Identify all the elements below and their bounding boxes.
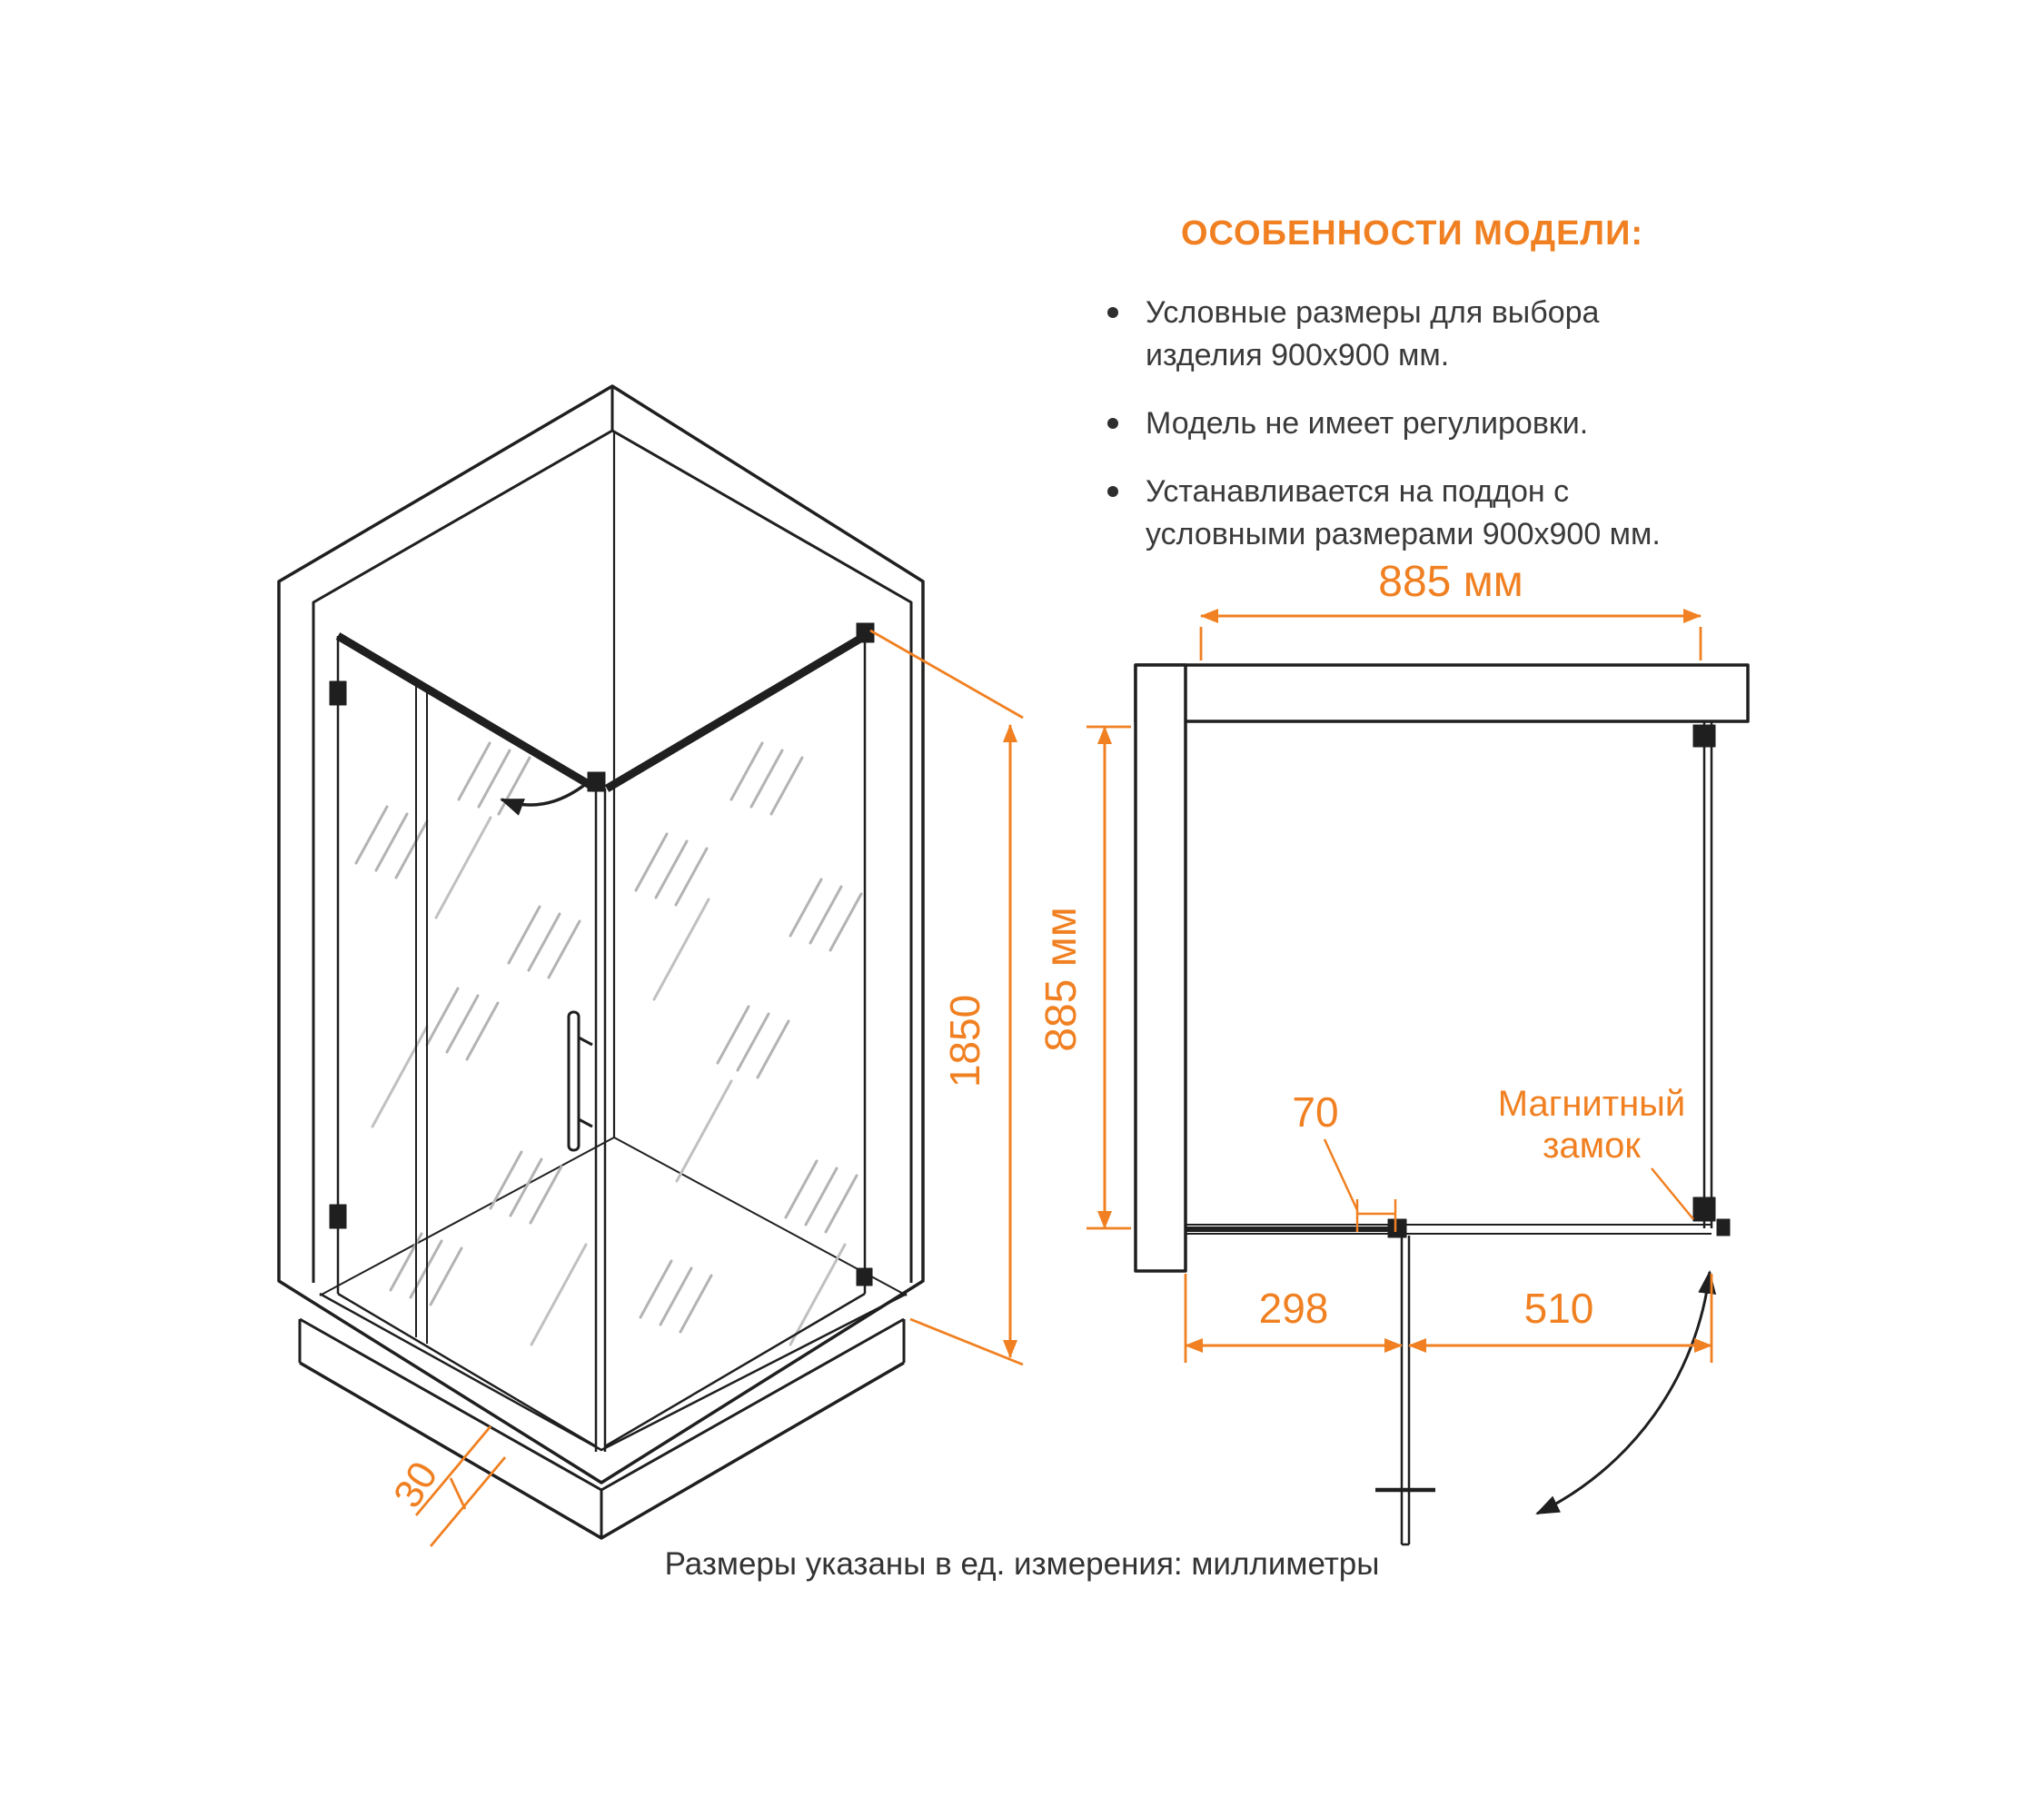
plan-depth-dim-label: 885 мм [1037,907,1086,1051]
feature-line: Условные размеры для выбора [1146,295,1600,330]
feature-text: Модель не имеет регулировки. [1146,402,1588,445]
feature-line: условными размерами 900x900 мм. [1146,516,1661,551]
bullet-icon [1107,485,1118,497]
door-handle [567,1010,593,1152]
wall-profile-top [1134,663,1750,723]
door-assembly [1186,1218,1717,1546]
bullet-icon [1107,417,1118,429]
hinge [329,1204,347,1229]
feature-item: Условные размеры для выбора изделия 900x… [1105,292,1850,377]
fixed-glass-panel [1692,721,1731,1236]
features-title: ОСОБЕННОСТИ МОДЕЛИ: [1181,214,1644,253]
glass-enclosure [329,622,875,1452]
wall-profile-left [1134,663,1187,1273]
glass-hatching [354,741,863,1346]
iso-height-dim-label: 1850 [941,995,988,1087]
plan-view: 885 мм 885 мм 70 Магнитный замок 298 510 [1037,558,1750,1546]
magnetic-lock-label-line1: Магнитный [1498,1084,1686,1124]
plan-dimensions [1086,609,1713,1363]
right-dim-label: 510 [1524,1285,1594,1332]
pivot-dim-label: 70 [1292,1088,1338,1136]
panel-bracket [1692,1196,1716,1222]
door-swing-arc [1535,1270,1717,1515]
feature-text: Условные размеры для выбора изделия 900x… [1146,292,1599,377]
wall-bracket [856,622,875,643]
left-dim-label: 298 [1259,1285,1329,1332]
lock-leader-line [1651,1167,1694,1220]
wall-bracket [856,1267,873,1286]
features-list: Условные размеры для выбора изделия 900x… [1105,292,1850,556]
iso-base-dim-label: 30 [385,1455,446,1515]
features-panel: ОСОБЕННОСТИ МОДЕЛИ: Условные размеры для… [1105,214,1850,581]
plan-width-dim-label: 885 мм [1378,558,1523,606]
feature-item: Модель не имеет регулировки. [1105,402,1850,445]
iso-dimensions [414,629,1024,1547]
magnetic-lock-label-line2: замок [1543,1126,1641,1166]
iso-view: 1850 30 [277,384,1024,1547]
base-dim-line [449,1477,467,1510]
hinge [329,680,347,706]
door-open-arrow-icon [500,781,589,816]
magnetic-lock [1716,1218,1731,1236]
feature-item: Устанавливается на поддон с условными ра… [1105,471,1850,556]
shower-tray [298,1292,908,1540]
feature-line: изделия 900x900 мм. [1146,337,1450,372]
units-note: Размеры указаны в ед. измерения: миллиме… [664,1546,1380,1582]
feature-line: Устанавливается на поддон с [1146,473,1570,509]
wall-niche-outline [277,384,925,1484]
bullet-icon [1107,307,1118,318]
corner-bracket [587,771,606,792]
panel-bracket [1692,724,1716,748]
door-pivot [1387,1218,1407,1238]
feature-line: Модель не имеет регулировки. [1146,405,1589,441]
feature-text: Устанавливается на поддон с условными ра… [1146,471,1661,556]
